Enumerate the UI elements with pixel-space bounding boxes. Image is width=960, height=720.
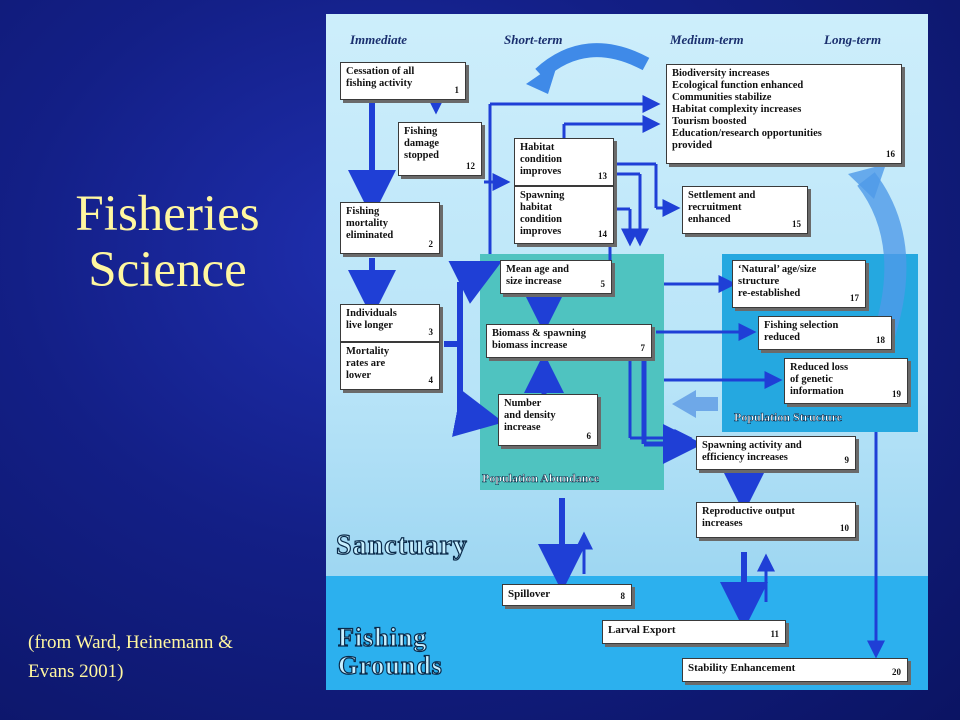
- fisheries-diagram: Immediate Short-term Medium-term Long-te…: [326, 14, 928, 690]
- zone-label-population-abundance: Population Abundance: [482, 471, 600, 486]
- citation: (from Ward, Heinemann & Evans 2001): [28, 628, 318, 686]
- slide-title-line-2: Science: [88, 242, 247, 298]
- citation-line-1: (from Ward, Heinemann &: [28, 632, 233, 653]
- time-header-short-term: Short-term: [504, 32, 563, 47]
- box-biodiversity-increases: Biodiversity increases Ecological functi…: [666, 64, 902, 164]
- citation-line-2: Evans 2001): [28, 661, 124, 682]
- box-spawning-activity: Spawning activity and efficiency increas…: [696, 436, 856, 470]
- curved-cycle-arrow-top-head: [526, 62, 558, 94]
- cycle-arrows-layer: [348, 43, 907, 659]
- zone-label-population-structure: Population Structure: [734, 410, 843, 425]
- zone-label-sanctuary: Sanctuary: [335, 529, 468, 561]
- slide-title-line-1: Fisheries: [75, 186, 260, 242]
- time-header-medium-term: Medium-term: [670, 32, 744, 47]
- box-natural-age-structure: ‘Natural’ age/size structure re-establis…: [732, 260, 866, 308]
- time-header-long-term: Long-term: [824, 32, 882, 47]
- curved-cycle-arrow-right-head: [848, 164, 886, 199]
- curved-cycle-arrow-top: [535, 43, 650, 80]
- slide-title: Fisheries Science: [20, 186, 315, 298]
- zone-label-fishing-grounds: Fishing Grounds: [337, 623, 443, 680]
- time-header-immediate: Immediate: [350, 32, 408, 47]
